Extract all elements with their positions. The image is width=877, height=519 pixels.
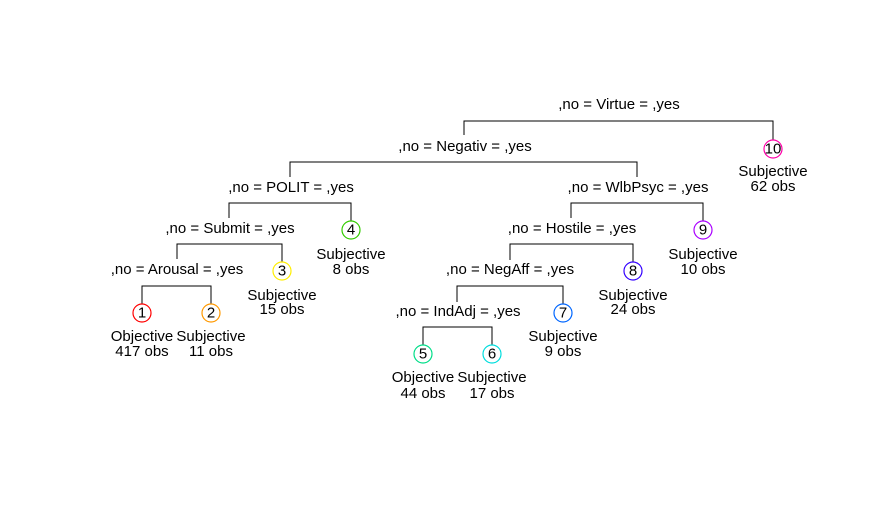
leaf-3-class: Subjective — [247, 287, 317, 304]
split-polit: ,no = POLIT = ,yes — [228, 179, 354, 196]
leaf-1-obs: 417 obs — [115, 343, 169, 360]
leaf-10-obs: 62 obs — [750, 178, 796, 195]
edge-arousal — [141, 285, 212, 304]
leaf-5-circle — [413, 344, 433, 364]
leaf-7-number: 7 — [558, 304, 568, 322]
split-negativ: ,no = Negativ = ,yes — [398, 138, 532, 155]
leaf-2-obs: 11 obs — [189, 343, 233, 360]
leaf-8-class: Subjective — [598, 287, 668, 304]
leaf-7-circle — [553, 303, 573, 323]
leaf-1-circle — [132, 303, 152, 323]
leaf-4-circle — [341, 220, 361, 240]
leaf-2-circle — [201, 303, 221, 323]
edge-virtue — [463, 120, 774, 140]
edge-hostile — [509, 243, 634, 262]
edge-negativ — [289, 161, 638, 177]
edge-wlbpsyc — [570, 202, 704, 221]
edge-negaff — [456, 285, 564, 304]
leaf-6-number: 6 — [487, 345, 497, 363]
leaf-6-obs: 17 obs — [469, 385, 515, 402]
leaf-1-number: 1 — [137, 304, 147, 322]
leaf-10-circle — [763, 139, 783, 159]
split-virtue: ,no = Virtue = ,yes — [558, 96, 680, 113]
edge-indadj — [422, 326, 493, 345]
split-arousal: ,no = Arousal = ,yes — [110, 261, 244, 278]
leaf-7-obs: 9 obs — [544, 343, 582, 360]
leaf-2-class: Subjective — [176, 328, 246, 345]
leaf-4-number: 4 — [346, 221, 356, 239]
leaf-3-obs: 15 obs — [259, 301, 305, 318]
edge-submit — [176, 243, 283, 262]
leaf-1-class: Objective — [110, 328, 174, 345]
leaf-4-obs: 8 obs — [332, 261, 370, 278]
split-negaff: ,no = NegAff = ,yes — [445, 261, 575, 278]
edge-polit — [228, 202, 352, 221]
leaf-10-number: 10 — [764, 140, 782, 158]
split-hostile: ,no = Hostile = ,yes — [507, 220, 637, 237]
leaf-9-class: Subjective — [668, 246, 738, 263]
leaf-2-number: 2 — [206, 304, 216, 322]
leaf-9-number: 9 — [698, 221, 708, 239]
leaf-5-obs: 44 obs — [400, 385, 446, 402]
leaf-8-number: 8 — [628, 262, 638, 280]
split-submit: ,no = Submit = ,yes — [165, 220, 295, 237]
leaf-3-number: 3 — [277, 262, 287, 280]
leaf-10-class: Subjective — [738, 163, 808, 180]
leaf-8-circle — [623, 261, 643, 281]
leaf-4-class: Subjective — [316, 246, 386, 263]
leaf-3-circle — [272, 261, 292, 281]
leaf-9-obs: 10 obs — [680, 261, 726, 278]
leaf-8-obs: 24 obs — [610, 301, 656, 318]
leaf-6-class: Subjective — [457, 369, 527, 386]
leaf-5-number: 5 — [418, 345, 428, 363]
split-indadj: ,no = IndAdj = ,yes — [395, 303, 521, 320]
leaf-7-class: Subjective — [528, 328, 598, 345]
leaf-9-circle — [693, 220, 713, 240]
leaf-6-circle — [482, 344, 502, 364]
split-wlbpsyc: ,no = WlbPsyc = ,yes — [567, 179, 709, 196]
leaf-5-class: Objective — [391, 369, 455, 386]
